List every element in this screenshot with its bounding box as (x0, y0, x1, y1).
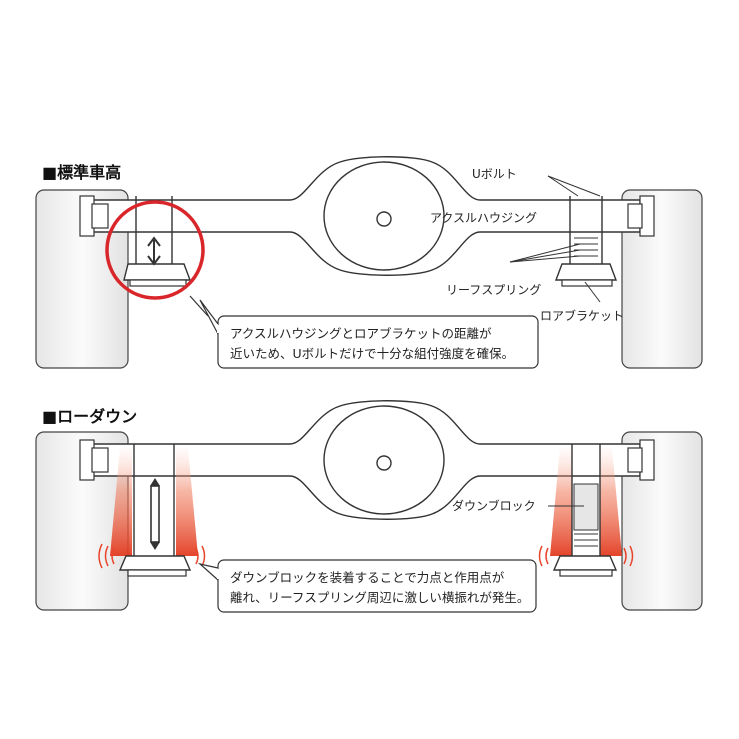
lowdown-callout-line1: ダウンブロックを装着することで力点と作用点が (230, 570, 505, 585)
diff-bolt-low (376, 455, 392, 471)
u-bolt-label: Uボルト (472, 167, 517, 181)
lowdown-callout-line2: 離れ、リーフスプリング周辺に激しい横振れが発生。 (230, 590, 529, 605)
leaf-spring-label: リーフスプリング (446, 283, 541, 297)
standard-callout-line1: アクスルハウジングとロアブラケットの距離が (230, 326, 492, 341)
highlight-circle (105, 200, 205, 300)
standard-section: ■標準車高 (35, 156, 703, 369)
down-block-label: ダウンブロック (452, 498, 536, 513)
lower-bracket-label: ロアブラケット (540, 308, 624, 323)
long-gap-arrow-icon (150, 485, 160, 543)
diff-bolt (376, 211, 392, 227)
standard-callout-box (217, 315, 539, 369)
lowdown-callout-box (217, 559, 537, 613)
right-hub-inner (627, 203, 643, 229)
vibration-left-icon (98, 543, 115, 569)
u-bolt-leader (547, 175, 579, 197)
left-lowered-assembly (98, 444, 206, 577)
lowdown-title: ■ローダウン (42, 407, 137, 426)
standard-title: ■標準車高 (42, 163, 121, 182)
left-hub-inner (91, 203, 109, 229)
axle-housing-label: アクスルハウジング (430, 211, 537, 225)
vibration-right-icon (538, 545, 549, 567)
standard-callout-line2: 近いため、Uボルトだけで十分な組付強度を確保。 (230, 346, 514, 361)
lower-bracket-leader (584, 281, 601, 303)
leaf-spring-leader (509, 243, 581, 263)
right-vibration-wedge-outer (550, 448, 572, 556)
left-vibration-wedge-inner (176, 448, 198, 556)
lowdown-section: ■ローダウン (35, 400, 703, 613)
down-block (573, 483, 599, 531)
left-vibration-wedge-outer (110, 448, 132, 556)
right-lowered-assembly (538, 444, 634, 577)
gap-arrow-icon (147, 236, 161, 266)
right-vibration-wedge-inner (600, 448, 622, 556)
